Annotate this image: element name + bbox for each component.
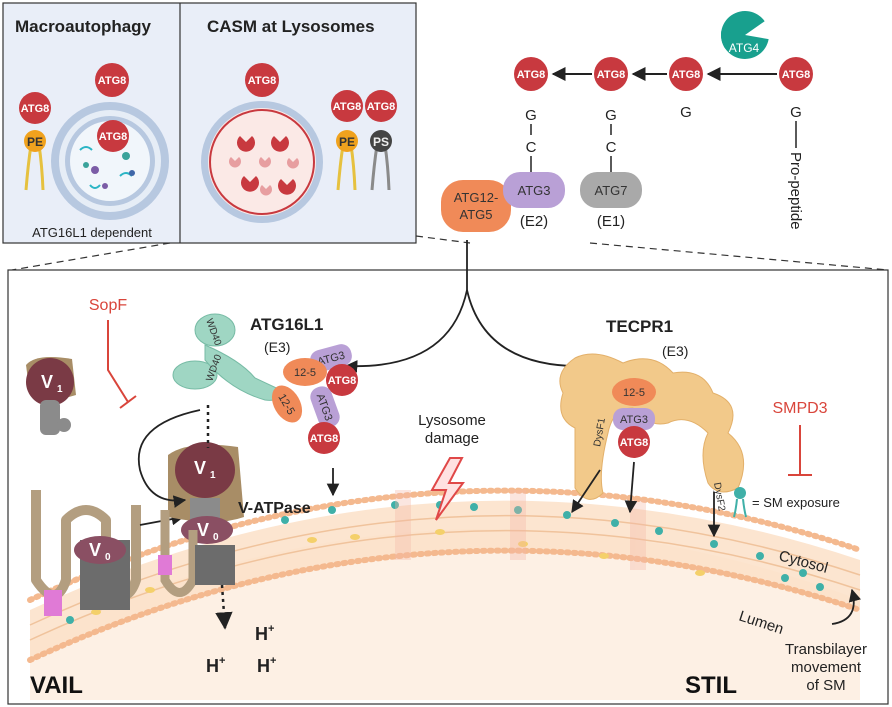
svg-text:+: + [219,655,225,667]
svg-text:H: H [206,656,219,676]
svg-text:ATG8: ATG8 [248,75,277,87]
svg-text:0: 0 [213,532,219,543]
top-left-panels: Macroautophagy CASM at Lysosomes [2,2,417,244]
svg-text:V: V [194,458,206,478]
svg-text:Lysosome: Lysosome [418,412,486,429]
svg-text:ATG8: ATG8 [367,101,396,113]
atg4-enzyme: ATG4 [721,11,769,59]
svg-text:G: G [605,107,617,124]
smpd3-label: SMPD3 [772,400,827,417]
svg-text:12-5: 12-5 [294,367,316,379]
svg-text:C: C [606,139,617,156]
casm-title: CASM at Lysosomes [207,17,375,36]
svg-text:0: 0 [105,552,111,563]
svg-text:V: V [41,372,53,392]
atg3-e2: ATG3 (E2) [503,172,565,230]
svg-text:movement: movement [791,659,862,676]
svg-text:ATG8: ATG8 [597,69,626,81]
pe-lipid-right: PE [336,130,358,191]
svg-text:V: V [197,520,209,540]
sopf-inhibitor: SopF [89,297,137,409]
svg-text:ATG8: ATG8 [672,69,701,81]
svg-text:ATG8: ATG8 [328,375,357,387]
svg-text:ATG3: ATG3 [620,414,648,426]
autophagosome [51,102,169,220]
svg-text:H: H [255,624,268,644]
ps-lipid: PS [370,130,392,191]
lysosome-damage: Lysosome damage [418,412,486,521]
svg-text:(E1): (E1) [597,213,625,230]
svg-text:1: 1 [57,384,63,395]
svg-text:H: H [257,656,270,676]
svg-text:ATG8: ATG8 [333,101,362,113]
svg-text:ATG8: ATG8 [310,433,339,445]
svg-text:G: G [790,104,802,121]
transbilayer-movement: Transbilayer movement of SM [785,588,867,694]
casm-lysosome [201,101,323,223]
svg-text:G: G [680,104,692,121]
svg-text:ATG8: ATG8 [782,69,811,81]
svg-text:ATG8: ATG8 [517,69,546,81]
svg-text:ATG8: ATG8 [620,437,649,449]
svg-text:= SM exposure: = SM exposure [752,495,840,510]
sopf-label: SopF [89,297,127,314]
atg12-atg5-complex: ATG12- ATG5 [441,180,511,232]
lightning-icon [430,457,465,521]
svg-text:ATG8: ATG8 [99,131,128,143]
lysosome-membrane [27,487,863,700]
svg-text:ATG5: ATG5 [460,207,493,222]
vatpase-label: V-ATPase [238,500,311,517]
tecpr1-complex: TECPR1 (E3) DysF1 DysF2 12-5 ATG3 ATG8 [559,317,745,538]
atg8-panel-markers: ATG8 ATG8 ATG8 ATG8 ATG8 ATG8 [19,63,397,152]
propeptide-label: Pro-peptide [787,152,804,230]
v0-free: V 0 [31,490,141,616]
v1-free: V 1 [26,357,76,435]
svg-text:PS: PS [373,135,389,149]
svg-text:1: 1 [210,470,216,481]
svg-text:damage: damage [425,430,479,447]
svg-text:ATG7: ATG7 [595,183,628,198]
svg-text:Transbilayer: Transbilayer [785,641,867,658]
svg-text:ATG12-: ATG12- [454,190,499,205]
svg-text:G: G [525,107,537,124]
svg-text:12-5: 12-5 [623,387,645,399]
vatpase-assembled: V 1 V 0 [158,442,244,597]
svg-text:of SM: of SM [806,677,845,694]
tecpr1-label: TECPR1 [606,317,673,336]
stil-label: STIL [685,672,737,699]
svg-text:C: C [526,139,537,156]
atg7-e1: ATG7 (E1) [580,172,642,230]
atg16l1-label: ATG16L1 [250,315,323,334]
protons: H + H + H + [206,623,276,676]
svg-text:DysF2: DysF2 [711,482,727,513]
svg-text:ATG8: ATG8 [98,75,127,87]
svg-text:(E3): (E3) [662,343,688,359]
svg-text:PE: PE [339,135,355,149]
atg16l1-complex: ATG16L1 (E3) WD40 WD40 ATG3 12-5 ATG8 12… [172,313,358,497]
macroautophagy-title: Macroautophagy [15,17,152,36]
svg-text:(E2): (E2) [520,213,548,230]
svg-text:+: + [270,655,276,667]
svg-text:+: + [268,623,274,635]
svg-text:V: V [89,540,101,560]
v1-recruitment-arrow [137,409,201,508]
svg-text:ATG4: ATG4 [729,41,760,55]
pe-lipid-left: PE [24,130,46,191]
atg16l1-dependent-label: ATG16L1 dependent [32,225,152,240]
svg-text:PE: PE [27,135,43,149]
vail-label: VAIL [30,672,83,699]
sm-exposure-legend: = SM exposure [733,487,840,518]
svg-text:DysF1: DysF1 [592,417,608,448]
svg-text:ATG3: ATG3 [518,183,551,198]
svg-text:(E3): (E3) [264,339,290,355]
svg-text:ATG8: ATG8 [21,103,50,115]
atg8-conjugation-pathway: ATG4 ATG8 ATG8 ATG8 ATG8 G C G C G G Pro… [11,11,889,271]
smpd3-inhibitor: SMPD3 [772,400,828,476]
